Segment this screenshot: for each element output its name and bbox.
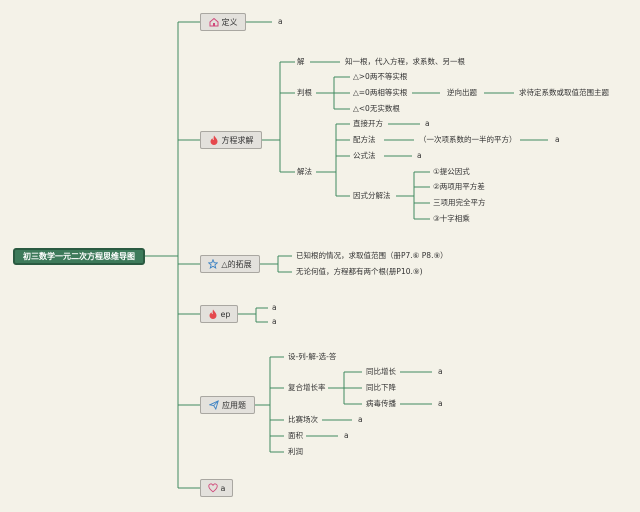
- growth-item-3: 病毒传播: [366, 399, 396, 408]
- jie-label: 解: [297, 57, 305, 66]
- home-icon: [209, 17, 218, 27]
- yinshi-item-1: ①提公因式: [433, 167, 470, 176]
- node-definition[interactable]: 定义: [200, 13, 246, 31]
- yinshi-label: 因式分解法: [353, 191, 391, 200]
- peifang-label: 配方法: [353, 135, 376, 144]
- node-equation-solving-label: 方程求解: [221, 135, 254, 145]
- reverse-detail: 求待定系数或取值范围主题: [519, 88, 609, 97]
- ext-item-1: 已知根的情况，求取值范围（册P7.⑥ P8.⑨）: [296, 251, 448, 260]
- ext-item-2: 无论何值，方程都有两个根(册P10.⑨): [296, 267, 423, 276]
- gongshi-label: 公式法: [353, 151, 376, 160]
- growth-leaf-1: a: [438, 367, 443, 376]
- fangfa-label: 解法: [297, 167, 312, 176]
- panbie-item-3: △<0无实数根: [353, 104, 400, 113]
- node-equation-solving[interactable]: 方程求解: [200, 131, 262, 149]
- growth-item-1: 同比增长: [366, 367, 396, 376]
- node-ep[interactable]: ep: [200, 305, 238, 323]
- star-icon: [208, 259, 219, 269]
- node-heart[interactable]: a: [200, 479, 233, 497]
- gongshi-leaf: a: [417, 151, 422, 160]
- growth-item-2: 同比下降: [366, 383, 396, 392]
- node-definition-label: 定义: [221, 17, 238, 27]
- fire-icon: [210, 135, 217, 145]
- yinshi-item-2: ②两项用平方差: [433, 182, 485, 191]
- ep-leaf-1: a: [272, 303, 277, 312]
- panbie-item-2: △=0两相等实根: [353, 88, 408, 97]
- heart-icon: [207, 483, 218, 493]
- node-heart-label: a: [220, 483, 226, 493]
- node-word-problems-label: 应用题: [222, 400, 246, 410]
- area-leaf: a: [344, 431, 349, 440]
- zhijie-leaf: a: [425, 119, 430, 128]
- panbie-item-1: △>0两不等实根: [353, 72, 408, 81]
- area-label: 面积: [288, 431, 303, 440]
- match-label: 比赛场次: [288, 415, 318, 424]
- match-leaf: a: [358, 415, 363, 424]
- node-word-problems[interactable]: 应用题: [200, 396, 255, 414]
- growth-leaf-2: a: [438, 399, 443, 408]
- node-ep-label: ep: [220, 309, 231, 319]
- root-node[interactable]: 初三数学一元二次方程思维导图: [13, 248, 145, 265]
- zhijie-label: 直接开方: [353, 119, 383, 128]
- jie-text: 知一根，代入方程，求系数、另一根: [345, 57, 465, 66]
- definition-leaf: a: [278, 17, 283, 26]
- panbie-label: 判根: [297, 88, 312, 97]
- app-steps: 设-列-解-选-答: [288, 352, 337, 361]
- profit-label: 利润: [288, 447, 303, 456]
- reverse-question: 逆向出题: [447, 88, 477, 97]
- send-icon: [209, 400, 219, 410]
- node-discriminant-extension-label: △的拓展: [221, 259, 252, 269]
- node-discriminant-extension[interactable]: △的拓展: [200, 255, 260, 273]
- peifang-note: （一次项系数的一半的平方）: [419, 135, 517, 144]
- yinshi-item-3: 三项用完全平方: [433, 198, 486, 207]
- fire-icon: [209, 309, 216, 319]
- growth-label: 复合增长率: [288, 383, 326, 392]
- peifang-leaf: a: [555, 135, 560, 144]
- yinshi-item-4: ③十字相乘: [433, 214, 470, 223]
- ep-leaf-2: a: [272, 317, 277, 326]
